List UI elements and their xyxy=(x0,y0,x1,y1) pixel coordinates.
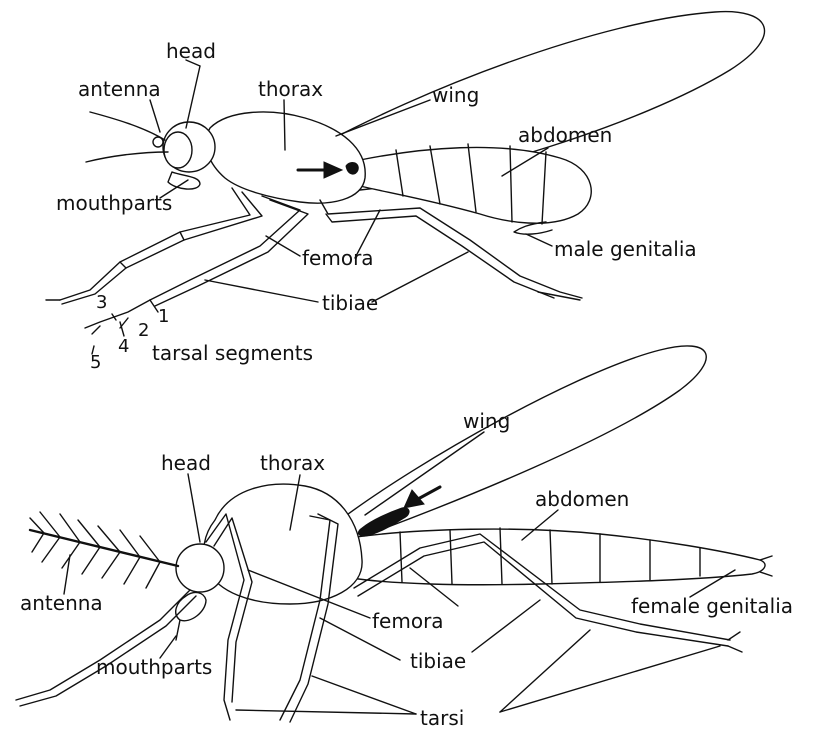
top-label-thorax: thorax xyxy=(258,77,323,101)
top-thorax-shape xyxy=(206,112,365,203)
tarsal-number-4: 4 xyxy=(118,336,129,357)
bottom-label-tarsi: tarsi xyxy=(420,706,464,730)
bottom-label-antenna: antenna xyxy=(20,591,103,615)
bottom-label-head: head xyxy=(161,451,211,475)
top-label-tarsal-segments: tarsal segments xyxy=(152,341,313,365)
bottom-label-female-genitalia: female genitalia xyxy=(631,594,793,618)
top-label-abdomen: abdomen xyxy=(518,123,612,147)
bottom-label-thorax: thorax xyxy=(260,451,325,475)
top-label-antenna: antenna xyxy=(78,77,161,101)
bottom-panel: wing head thorax abdomen antenna female … xyxy=(16,346,793,730)
top-label-tibiae: tibiae xyxy=(322,291,378,315)
top-label-male-genitalia: male genitalia xyxy=(554,237,697,261)
bottom-label-femora: femora xyxy=(372,609,444,633)
top-label-mouthparts: mouthparts xyxy=(56,191,172,215)
tarsal-number-2: 2 xyxy=(138,320,149,341)
tarsal-number-5: 5 xyxy=(90,352,101,373)
top-label-wing: wing xyxy=(432,83,479,107)
tarsal-number-1: 1 xyxy=(158,306,169,327)
top-panel: head antenna thorax wing abdomen mouthpa… xyxy=(46,12,765,373)
bottom-label-tibiae: tibiae xyxy=(410,649,466,673)
top-insect-drawing xyxy=(46,12,765,328)
bottom-abdomen-shape xyxy=(348,529,765,585)
bottom-label-abdomen: abdomen xyxy=(535,487,629,511)
bottom-head-shape xyxy=(176,544,224,592)
tarsal-number-3: 3 xyxy=(96,292,107,313)
bottom-label-mouthparts: mouthparts xyxy=(96,655,212,679)
top-label-head: head xyxy=(166,39,216,63)
top-label-femora: femora xyxy=(302,246,374,270)
bottom-label-wing: wing xyxy=(463,409,510,433)
bottom-thorax-shape xyxy=(204,484,362,604)
bottom-wing-shape xyxy=(339,346,707,534)
